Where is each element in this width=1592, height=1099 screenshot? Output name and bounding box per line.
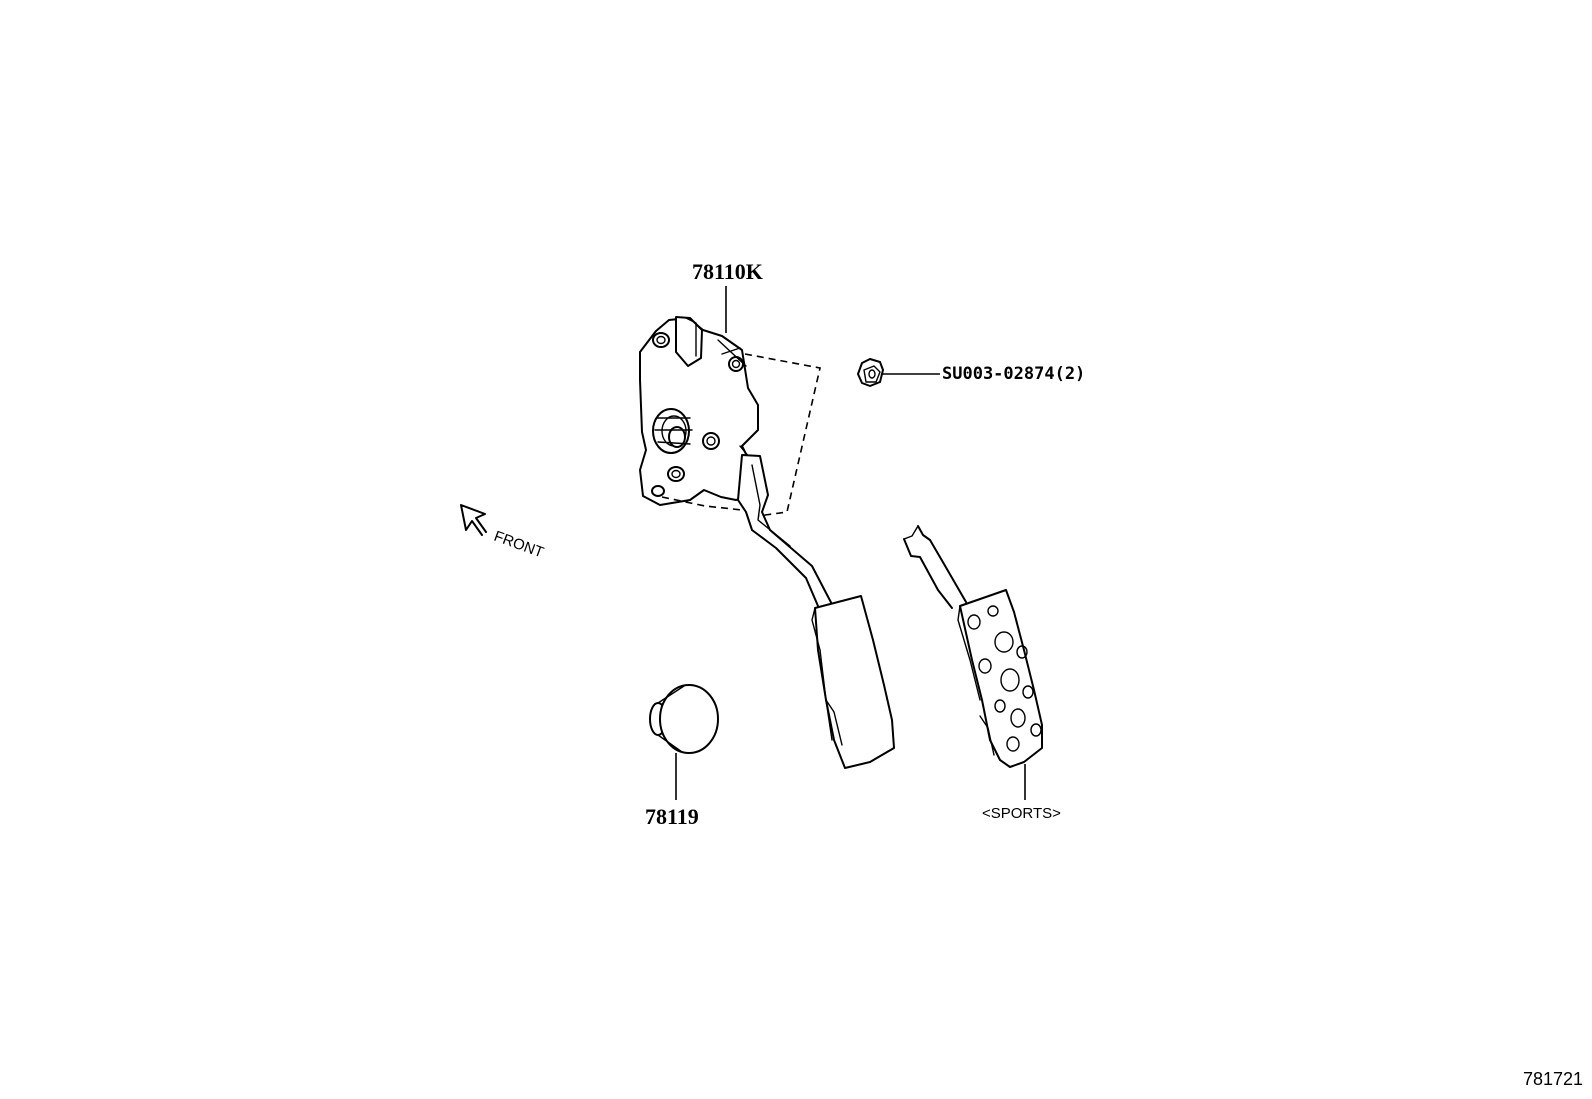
pedal-hole-pattern: [967, 605, 1042, 752]
label-bolt: SU003-02874(2): [942, 364, 1085, 384]
flange-nut[interactable]: [857, 358, 884, 387]
accelerator-pedal-assembly[interactable]: [639, 316, 895, 769]
leader-lines: [675, 286, 1026, 800]
pedal-stopper[interactable]: [649, 684, 719, 754]
front-direction-indicator: FRONT: [460, 504, 546, 562]
arrow-up-left-icon: [460, 504, 487, 536]
label-pedal-assembly: 78110K: [692, 259, 763, 284]
front-label: FRONT: [492, 528, 546, 562]
diagram-reference-number: 781721: [1523, 1069, 1583, 1089]
label-stopper: 78119: [645, 804, 699, 829]
label-sports-variant: <SPORTS>: [982, 805, 1061, 822]
sports-pedal-variant[interactable]: [903, 525, 1043, 768]
mounting-pattern-dashed: [661, 353, 821, 517]
